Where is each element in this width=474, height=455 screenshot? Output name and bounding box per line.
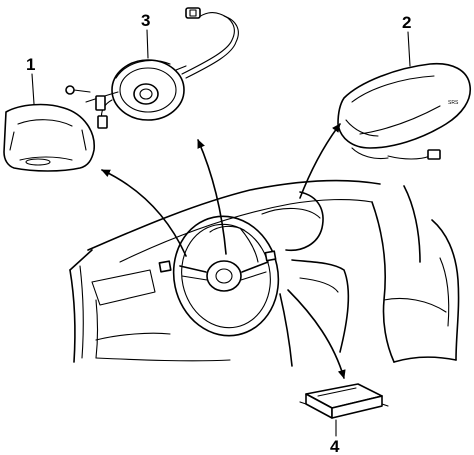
leader-3 [146, 29, 149, 59]
part-4-control-module [299, 383, 389, 419]
part-2-passenger-airbag: SRS [337, 62, 471, 160]
callout-3: 3 [141, 11, 150, 30]
arrow-to-part-2 [299, 123, 341, 199]
leader-1 [31, 73, 35, 105]
dashboard-outline [69, 179, 460, 367]
arrow-to-part-1 [101, 169, 187, 257]
module-mark-label: SRS [448, 100, 459, 106]
part-3-clockspring [65, 7, 239, 129]
callout-1: 1 [26, 55, 35, 74]
leader-2 [407, 31, 411, 67]
callout-4: 4 [330, 437, 340, 455]
arrow-to-part-4 [287, 289, 346, 379]
steering-wheel [158, 215, 280, 337]
part-1-steering-cover [3, 103, 95, 172]
callouts: 1 3 2 4 [26, 11, 411, 455]
callout-2: 2 [402, 13, 411, 32]
pointer-arrows [101, 123, 346, 379]
arrow-to-part-3 [197, 139, 227, 255]
